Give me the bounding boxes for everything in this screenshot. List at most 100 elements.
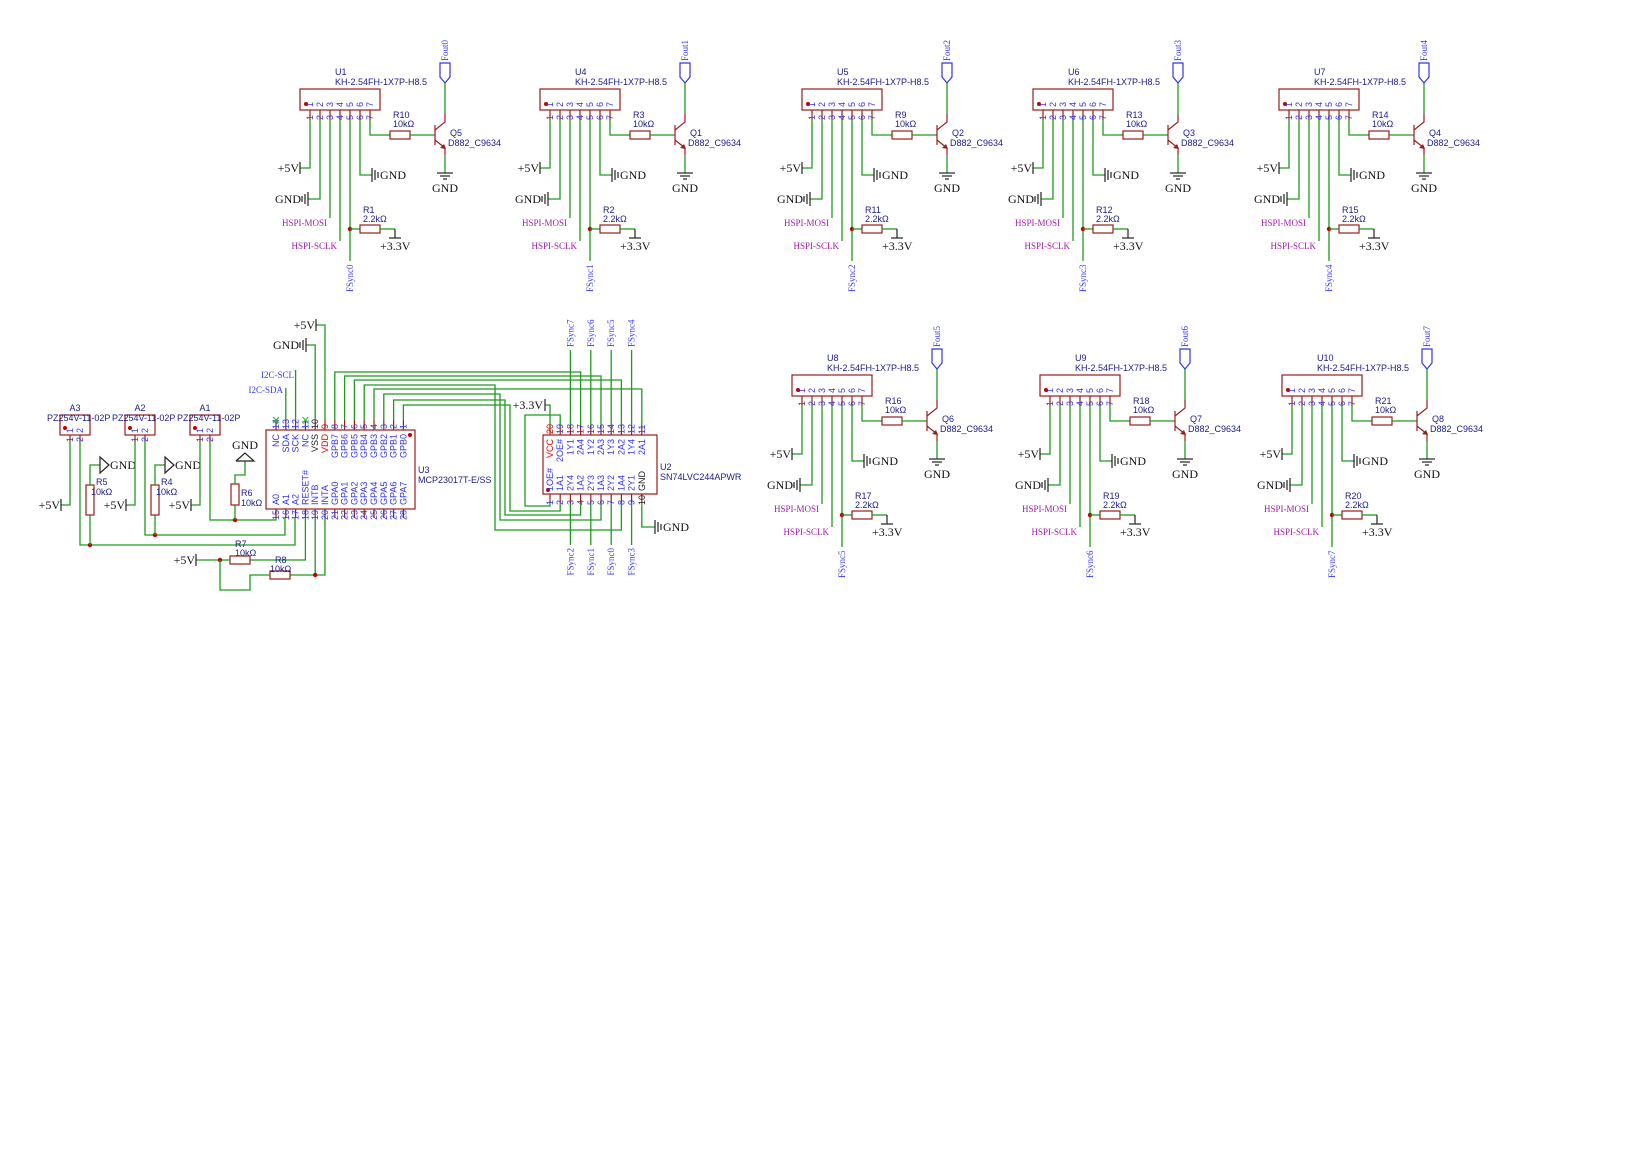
wire-drive [1109,406,1130,422]
wire-gpb-bus [373,388,643,425]
pin-number: 7 [867,115,877,120]
ground-label: GND [110,458,136,472]
transistor-ref: Q6 [942,414,954,424]
pin-number-inside: 2 [1294,102,1304,107]
pin-number: 11 [300,420,310,429]
jumper-ref: A2 [134,403,145,413]
address-jumper-body [124,414,156,436]
ground-label: GND [1411,181,1437,195]
pin-number: 17 [576,424,586,434]
pin-number: 5 [345,115,355,120]
net-label-hspi-sclk: HSPI-SCLK [1273,527,1319,537]
wire-drive [871,120,892,136]
pullup-resistor [1099,510,1121,520]
wire-inta [315,518,326,576]
pin-number-inside: 7 [857,388,867,393]
ground-label: GND [232,438,258,452]
pin-number: 6 [1095,401,1105,406]
output-port-label: Fout0 [440,39,450,61]
pin-label: GPB1 [389,434,399,458]
pin-label: 1Y2 [586,439,596,455]
power-5v-label: +5V [278,161,300,175]
pin-number: 2 [817,115,827,120]
wire-address [144,442,286,536]
power-3v3-label: +3.3V [1120,525,1151,539]
pin-number-inside: 2 [205,428,215,433]
resistor-value: 10kΩ [91,487,113,497]
power-5v-label: +5V [1257,161,1279,175]
wire [219,560,270,591]
pin-label: GPA5 [379,482,389,505]
wire-3v3 [545,404,551,425]
pin-number-inside: 2 [1048,102,1058,107]
connector-ref: U1 [335,67,347,77]
resistor-ref: R8 [275,555,287,565]
ground-label: GND [1254,192,1280,206]
address-jumper-body [59,414,91,436]
pin-label: 1Y3 [606,439,616,455]
pin-label: GPA3 [359,482,369,505]
pin-label: GPB6 [340,434,350,458]
buffer-ic-body [542,434,658,495]
ground-label: GND [515,192,541,206]
pin-number-inside: 5 [837,388,847,393]
pin-label: 2Y3 [586,475,596,491]
wire-5v [1040,406,1051,455]
wire-drive [1348,120,1369,136]
power-5v-label: +5V [39,498,61,512]
connector-part: KH-2.54FH-1X7P-H8.5 [1075,363,1167,373]
emitter-arrow [440,144,446,149]
wire-gnd [800,406,813,486]
net-label-hspi-mosi: HSPI-MOSI [1015,218,1060,228]
pin-number: 23 [349,510,359,520]
pin-number: 7 [1105,401,1115,406]
wire-gnd [861,120,874,176]
net-label-fsync: FSync7 [1327,550,1337,578]
net-label-hspi-mosi: HSPI-MOSI [1264,504,1309,514]
power-5v-label: +5V [294,318,316,332]
pullup-resistor-ref: R19 [1103,491,1120,501]
pin1-marker [193,426,197,430]
pin-label: GPA2 [349,482,359,505]
pin1-marker [1044,388,1048,392]
pullup-resistor-ref: R12 [1096,205,1113,215]
wire-gpb-bus [363,384,623,531]
wire-gnd [810,120,823,200]
pin-number: 4 [837,115,847,120]
pin-number-inside: 3 [1307,388,1317,393]
pin-number: 16 [586,424,596,434]
pin-number: 5 [585,115,595,120]
transistor-collector [936,114,948,131]
transistor-collector [1413,114,1425,131]
ground-icon [99,455,110,475]
pin-number: 6 [857,115,867,120]
npn-transistor-icon [936,114,948,155]
base-resistor [1368,130,1390,140]
emitter-arrow [680,144,686,149]
pin-label: GPB0 [398,434,408,458]
transistor-part: D882_C9634 [1427,138,1480,148]
net-label-hspi-mosi: HSPI-MOSI [522,218,567,228]
pin-label: 2A3 [596,439,606,455]
pin-label: GPA6 [389,482,399,505]
pin-number: 2 [205,437,215,442]
pullup-resistor [851,510,873,520]
output-port-label: Fout3 [1173,39,1183,61]
net-label-hspi-sclk: HSPI-SCLK [1270,241,1316,251]
base-resistor-value: 10kΩ [393,119,415,129]
power-5v-label: +5V [174,553,196,567]
pin-number: 3 [565,500,575,505]
transistor-ref: Q2 [952,128,964,138]
ground-label: GND [924,467,950,481]
pin-number: 19 [310,510,320,520]
pin-label: A1 [281,494,291,505]
base-resistor [881,416,903,426]
wire-gpb-bus [353,379,623,425]
junction-dot [313,572,318,578]
pin-number-inside: 6 [847,388,857,393]
pin-number: 1 [305,115,315,120]
transistor-ref: Q1 [690,128,702,138]
connector-ref: U7 [1314,67,1326,77]
jumper-part: PZ254V-11-02P [112,413,175,423]
connector-ref: U8 [827,353,839,363]
